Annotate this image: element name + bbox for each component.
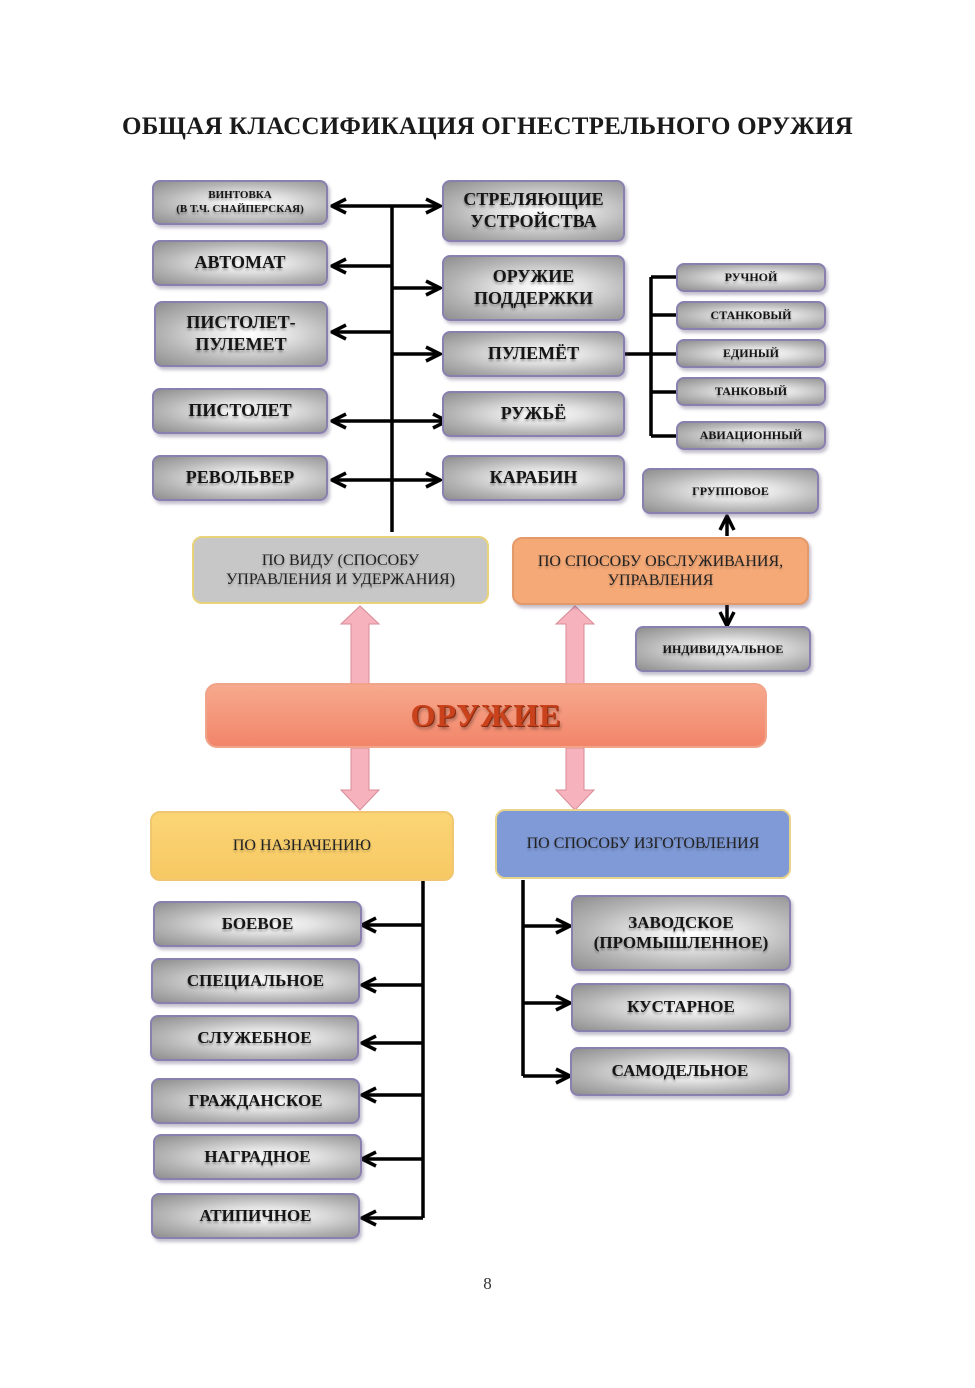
- leaf-handicraft: КУСТАРНОЕ: [571, 983, 791, 1032]
- leaf-label: ГРАЖДАНСКОЕ: [188, 1090, 323, 1110]
- leaf-label: СПЕЦИАЛЬНОЕ: [186, 970, 325, 990]
- leaf-label: ЗАВОДСКОЕ: [628, 912, 734, 932]
- weapon-root-node: ОРУЖИЕ: [205, 683, 767, 748]
- category-label: УПРАВЛЕНИЯ И УДЕРЖАНИЯ): [225, 571, 456, 588]
- leaf-shotgun: РУЖЬЁ: [442, 391, 625, 437]
- category-label: ПО НАЗНАЧЕНИЮ: [232, 837, 372, 855]
- leaf-rifle: ВИНТОВКА(В Т.Ч. СНАЙПЕРСКАЯ): [152, 180, 328, 225]
- leaf-label: СТАНКОВЫЙ: [710, 308, 792, 323]
- leaf-label: КУСТАРНОЕ: [627, 997, 735, 1017]
- leaf-automat: АВТОМАТ: [152, 240, 328, 286]
- leaf-label: САМОДЕЛЬНОЕ: [611, 1061, 749, 1081]
- mg-type-tank: ТАНКОВЫЙ: [676, 377, 826, 406]
- leaf-label: СТРЕЛЯЮЩИЕ: [463, 189, 604, 210]
- page-title: ОБЩАЯ КЛАССИФИКАЦИЯ ОГНЕСТРЕЛЬНОГО ОРУЖИ…: [122, 113, 853, 140]
- category-label: ПО ВИДУ (СПОСОБУ: [261, 551, 420, 569]
- leaf-homemade: САМОДЕЛЬНОЕ: [570, 1047, 790, 1096]
- category-label: ПО СПОСОБУ ИЗГОТОВЛЕНИЯ: [526, 835, 760, 853]
- leaf-label: КАРАБИН: [489, 467, 578, 488]
- leaf-label: (В Т.Ч. СНАЙПЕРСКАЯ): [176, 202, 304, 215]
- category-by-service: ПО СПОСОБУ ОБСЛУЖИВАНИЯ, УПРАВЛЕНИЯ: [512, 537, 809, 605]
- leaf-label: ИНДИВИДУАЛЬНОЕ: [662, 641, 784, 656]
- leaf-carbine: КАРАБИН: [442, 455, 625, 501]
- category-label: УПРАВЛЕНИЯ: [607, 572, 714, 589]
- leaf-label: НАГРАДНОЕ: [204, 1146, 311, 1166]
- pink-arrow-to-make: [554, 747, 596, 811]
- category-by-purpose: ПО НАЗНАЧЕНИЮ: [150, 811, 454, 881]
- pink-arrow-to-purpose: [339, 747, 381, 811]
- leaf-label: УСТРОЙСТВА: [470, 211, 597, 231]
- leaf-label: РУЧНОЙ: [724, 270, 778, 285]
- leaf-civilian: ГРАЖДАНСКОЕ: [151, 1078, 360, 1124]
- mg-type-mounted: СТАНКОВЫЙ: [676, 301, 826, 330]
- pink-arrow-to-service: [554, 605, 596, 685]
- leaf-service: СЛУЖЕБНОЕ: [150, 1015, 359, 1061]
- leaf-label: АВИАЦИОННЫЙ: [699, 428, 803, 443]
- category-label: ПО СПОСОБУ ОБСЛУЖИВАНИЯ,: [537, 552, 784, 570]
- leaf-label: РЕВОЛЬВЕР: [185, 467, 295, 488]
- leaf-label: БОЕВОЕ: [221, 913, 294, 933]
- leaf-revolver: РЕВОЛЬВЕР: [152, 455, 328, 501]
- leaf-smg: ПИСТОЛЕТ-ПУЛЕМЕТ: [154, 301, 328, 367]
- leaf-special: СПЕЦИАЛЬНОЕ: [151, 958, 360, 1004]
- leaf-label: ГРУППОВОЕ: [692, 483, 769, 498]
- mg-type-aviation: АВИАЦИОННЫЙ: [676, 421, 826, 450]
- leaf-label: ПИСТОЛЕТ: [188, 400, 292, 421]
- leaf-label: (ПРОМЫШЛЕННОЕ): [593, 933, 769, 952]
- leaf-label: АВТОМАТ: [194, 252, 286, 273]
- leaf-label: ПУЛЕМЁТ: [487, 343, 580, 364]
- mg-type-manual: РУЧНОЙ: [676, 263, 826, 292]
- leaf-factory: ЗАВОДСКОЕ(ПРОМЫШЛЕННОЕ): [571, 895, 791, 971]
- category-by-view: ПО ВИДУ (СПОСОБУ УПРАВЛЕНИЯ И УДЕРЖАНИЯ): [192, 536, 489, 604]
- mg-type-universal: ЕДИНЫЙ: [676, 339, 826, 368]
- leaf-label: ОРУЖИЕ: [492, 266, 575, 287]
- leaf-label: ПИСТОЛЕТ-: [186, 312, 296, 333]
- leaf-atypical: АТИПИЧНОЕ: [151, 1193, 360, 1239]
- leaf-pistol: ПИСТОЛЕТ: [152, 388, 328, 434]
- leaf-label: СЛУЖЕБНОЕ: [197, 1027, 312, 1047]
- page-number: 8: [483, 1274, 492, 1293]
- leaf-machine-gun: ПУЛЕМЁТ: [442, 331, 625, 377]
- leaf-label: ПОДДЕРЖКИ: [473, 288, 594, 308]
- leaf-group: ГРУППОВОЕ: [642, 468, 819, 514]
- pink-arrow-to-view: [339, 605, 381, 685]
- leaf-label: ЕДИНЫЙ: [722, 346, 780, 361]
- leaf-label: АТИПИЧНОЕ: [199, 1205, 312, 1225]
- leaf-award: НАГРАДНОЕ: [153, 1134, 362, 1180]
- leaf-label: РУЖЬЁ: [500, 403, 567, 424]
- leaf-label: ТАНКОВЫЙ: [714, 384, 788, 399]
- leaf-individual: ИНДИВИДУАЛЬНОЕ: [635, 626, 811, 672]
- leaf-combat: БОЕВОЕ: [153, 901, 362, 947]
- leaf-label: ВИНТОВКА: [208, 188, 272, 201]
- leaf-label: ПУЛЕМЕТ: [195, 334, 287, 354]
- root-label: ОРУЖИЕ: [410, 697, 562, 734]
- category-by-make: ПО СПОСОБУ ИЗГОТОВЛЕНИЯ: [495, 809, 791, 879]
